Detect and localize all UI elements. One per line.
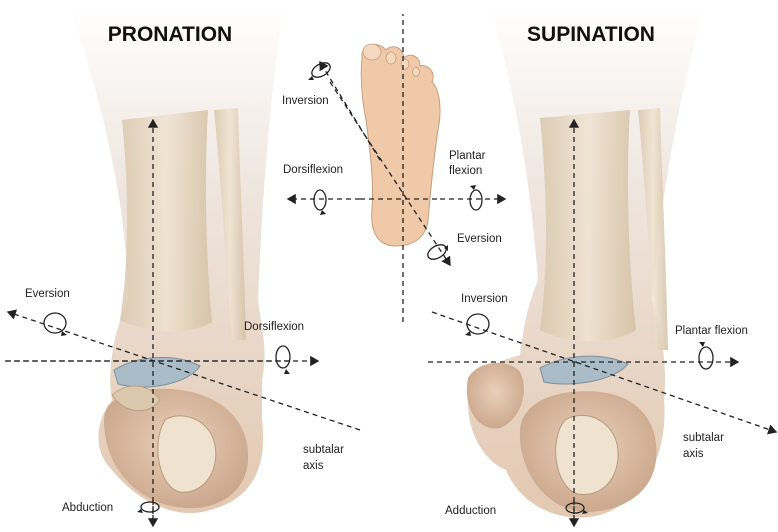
eversion-center-rotation-icon [425,242,448,262]
pronation-title: PRONATION [108,23,232,46]
eversion-rotation-icon [44,313,67,336]
abduction-rotation-icon [137,502,159,513]
center-inversion-label: Inversion [282,95,329,107]
center-eversion-label: Eversion [457,233,502,245]
subtalar-axis-label-line1: subtalar [303,444,344,456]
adduction-label: Adduction [445,505,496,517]
supination-subtalar-axis-label-line1: subtalar [683,432,724,444]
center-plantar-flexion-label-line1: Plantar [449,150,486,162]
supination-leg-illustration [467,6,705,518]
dorsiflexion-center-rotation-icon [314,190,326,215]
supination-panel: SUPINATION Inversion Plantar flexion sub… [428,6,776,526]
dorsiflexion-label: Dorsiflexion [244,321,304,333]
pronation-panel: PRONATION Eversion Dorsiflexion subtalar… [5,6,360,526]
center-plantar-flexion-label-line2: flexion [449,165,482,177]
plantar-flexion-rotation-icon [699,342,713,369]
subtalar-axis-label-line2: axis [303,460,324,472]
center-foot-panel: Inversion Dorsiflexion Plantar flexion E… [282,14,505,322]
eversion-label: Eversion [25,288,70,300]
plantar-flexion-center-rotation-icon [470,185,482,210]
supination-inversion-label: Inversion [461,293,508,305]
pronation-leg-illustration [70,6,284,513]
inversion-rotation-icon [308,60,333,80]
dorsiflexion-rotation-icon [276,346,290,374]
plantar-flexion-label: Plantar flexion [675,325,748,337]
abduction-label: Abduction [62,502,113,514]
supination-title: SUPINATION [527,23,655,46]
foot-sole-illustration [361,44,440,246]
center-dorsiflexion-label: Dorsiflexion [283,164,343,176]
supination-subtalar-axis-label-line2: axis [683,448,704,460]
